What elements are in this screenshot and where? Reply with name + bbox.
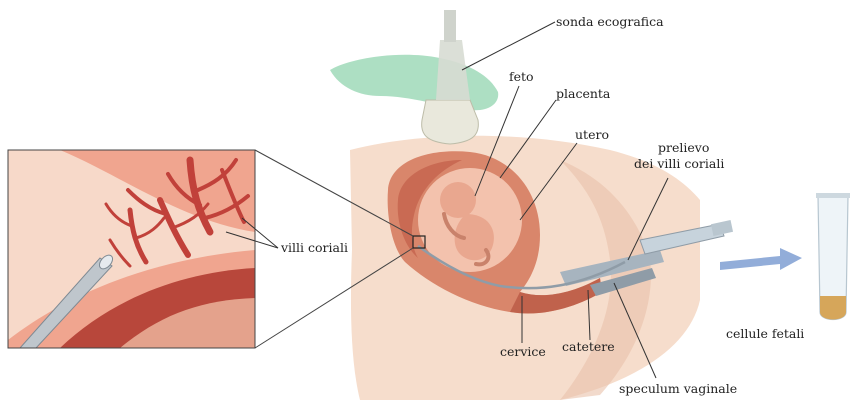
label-cervix: cervice [500,344,546,359]
label-fetus: feto [509,69,534,84]
label-villi: villi coriali [280,240,348,255]
label-sampling-line1: prelievo [658,140,709,155]
label-probe: sonda ecografica [556,14,664,29]
villi-inset [8,150,255,348]
label-speculum: speculum vaginale [619,381,737,396]
direction-arrow [720,248,802,270]
ultrasound-probe [330,10,498,144]
label-catheter: catetere [562,339,615,354]
label-placenta: placenta [556,86,611,101]
test-tube [816,193,850,320]
label-uterus: utero [575,127,609,142]
label-sampling-line2: dei villi coriali [634,156,724,171]
label-fetal-cells: cellule fetali [726,326,804,341]
